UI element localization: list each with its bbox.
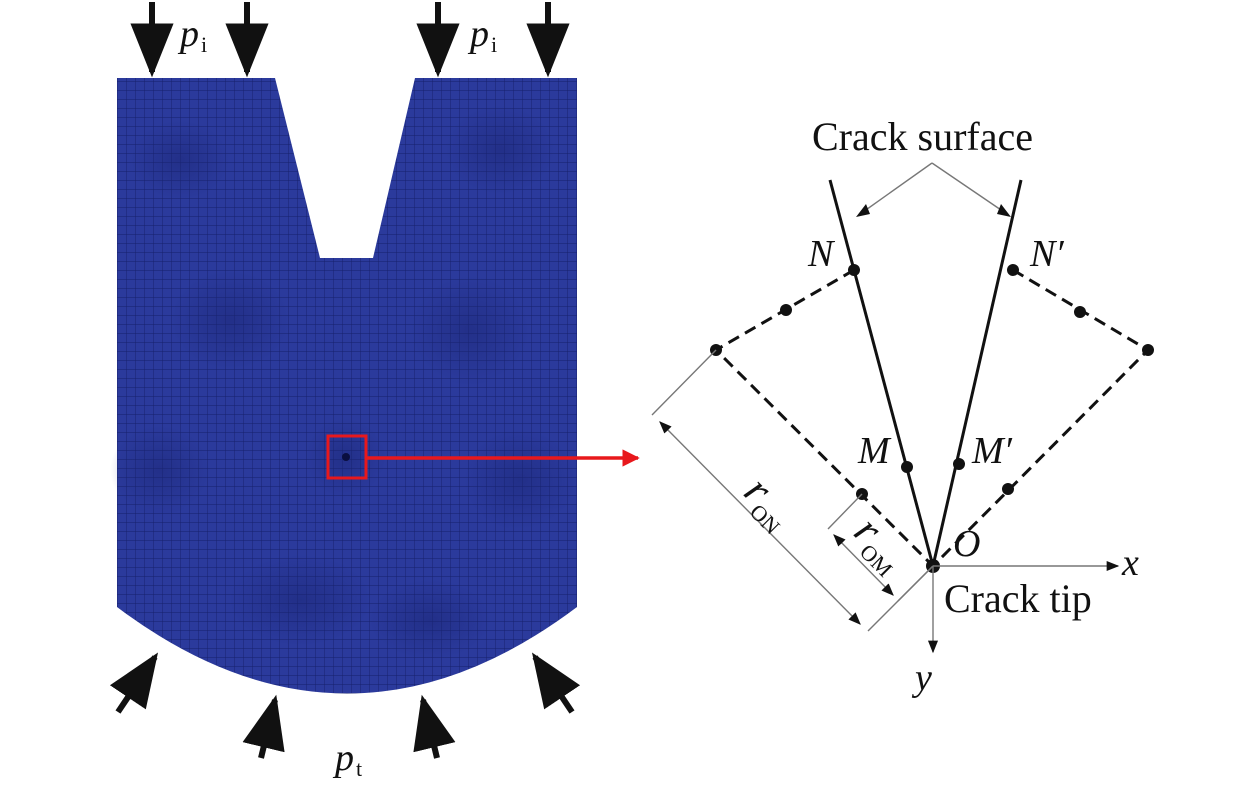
mesh-body [117, 78, 577, 694]
crack-tip-spot [342, 453, 350, 461]
label-N: N [807, 233, 836, 275]
label-y: y [911, 657, 932, 699]
node-mid-left [780, 304, 792, 316]
label-N-prime: N′ [1029, 233, 1064, 275]
crack-face-right [931, 179, 1023, 567]
node-M [901, 461, 913, 473]
load-arrows [109, 2, 581, 759]
pressure-label-bottom: pt [332, 737, 362, 781]
dim-ext-on-1 [651, 349, 717, 416]
fe-mesh-model [110, 78, 640, 694]
label-r-on: rON [732, 466, 805, 539]
crack-surface-label: Crack surface [812, 114, 1033, 159]
node-corner-right [1142, 344, 1154, 356]
node-N-prime [1007, 264, 1019, 276]
load-arrow-bottom-4 [531, 652, 581, 714]
dim-ext-om-1 [827, 493, 863, 530]
crack-surface-callout-right [931, 162, 1005, 213]
crack-tip-label: Crack tip [944, 576, 1092, 621]
crack-tip-detail: Crack surface N [651, 114, 1154, 699]
label-x: x [1121, 542, 1139, 584]
element-edge-left [713, 268, 935, 568]
label-O: O [953, 523, 980, 565]
label-M-prime: M′ [971, 430, 1013, 472]
label-r-om: rOM [842, 506, 917, 581]
node-dash-right-lower [1002, 483, 1014, 495]
pressure-label-right: pi [467, 13, 497, 57]
node-M-prime [953, 458, 965, 470]
label-M: M [857, 430, 892, 472]
mesh-shading [110, 105, 575, 660]
dim-line-on [659, 421, 861, 625]
load-arrow-bottom-2 [242, 694, 285, 759]
dim-line-om [833, 534, 894, 596]
node-N [848, 264, 860, 276]
crack-surface-callout [862, 162, 933, 213]
dim-ext-om-2 [897, 565, 934, 602]
load-arrow-bottom-1 [109, 652, 159, 714]
crack-face-left [828, 179, 935, 567]
node-mid-right [1074, 306, 1086, 318]
load-arrow-bottom-3 [413, 694, 456, 759]
pressure-label-left: pi [177, 13, 207, 57]
